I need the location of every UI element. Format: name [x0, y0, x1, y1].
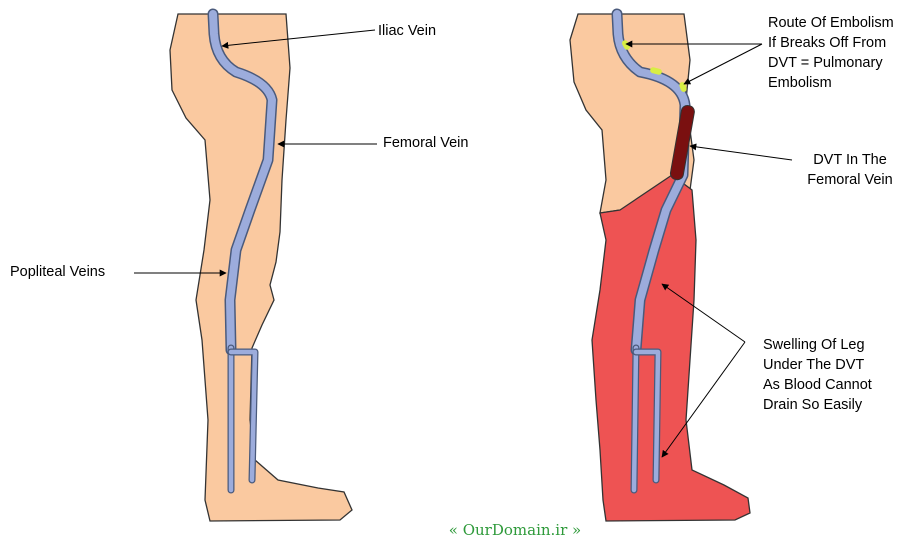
swelling-line: As Blood Cannot [763, 375, 872, 395]
swelling-line: Under The DVT [763, 355, 872, 375]
swelling-line: Drain So Easily [763, 395, 872, 415]
embolism-route-label: Route Of Embolism If Breaks Off From DVT… [768, 13, 894, 93]
embolism-route-line: DVT = Pulmonary [768, 53, 894, 73]
dvt-location-line: Femoral Vein [795, 170, 905, 190]
dvt-location-line: DVT In The [795, 150, 905, 170]
iliac-vein-label: Iliac Vein [378, 21, 436, 41]
embolism-route-line: If Breaks Off From [768, 33, 894, 53]
embolism-route-line: Route Of Embolism [768, 13, 894, 33]
dvt-leg [570, 14, 750, 521]
popliteal-veins-label: Popliteal Veins [10, 262, 105, 282]
embolism-route-line: Embolism [768, 73, 894, 93]
swelling-label: Swelling Of Leg Under The DVT As Blood C… [763, 335, 872, 415]
site-watermark: « OurDomain.ir » [400, 521, 630, 539]
embolism-arrow-2 [684, 44, 762, 84]
dvt-arrow [690, 146, 792, 160]
femoral-vein-label: Femoral Vein [383, 133, 468, 153]
dvt-leg-swelling[interactable] [592, 175, 750, 521]
normal-leg [170, 14, 352, 521]
dvt-location-label: DVT In The Femoral Vein [795, 150, 905, 190]
swelling-line: Swelling Of Leg [763, 335, 872, 355]
